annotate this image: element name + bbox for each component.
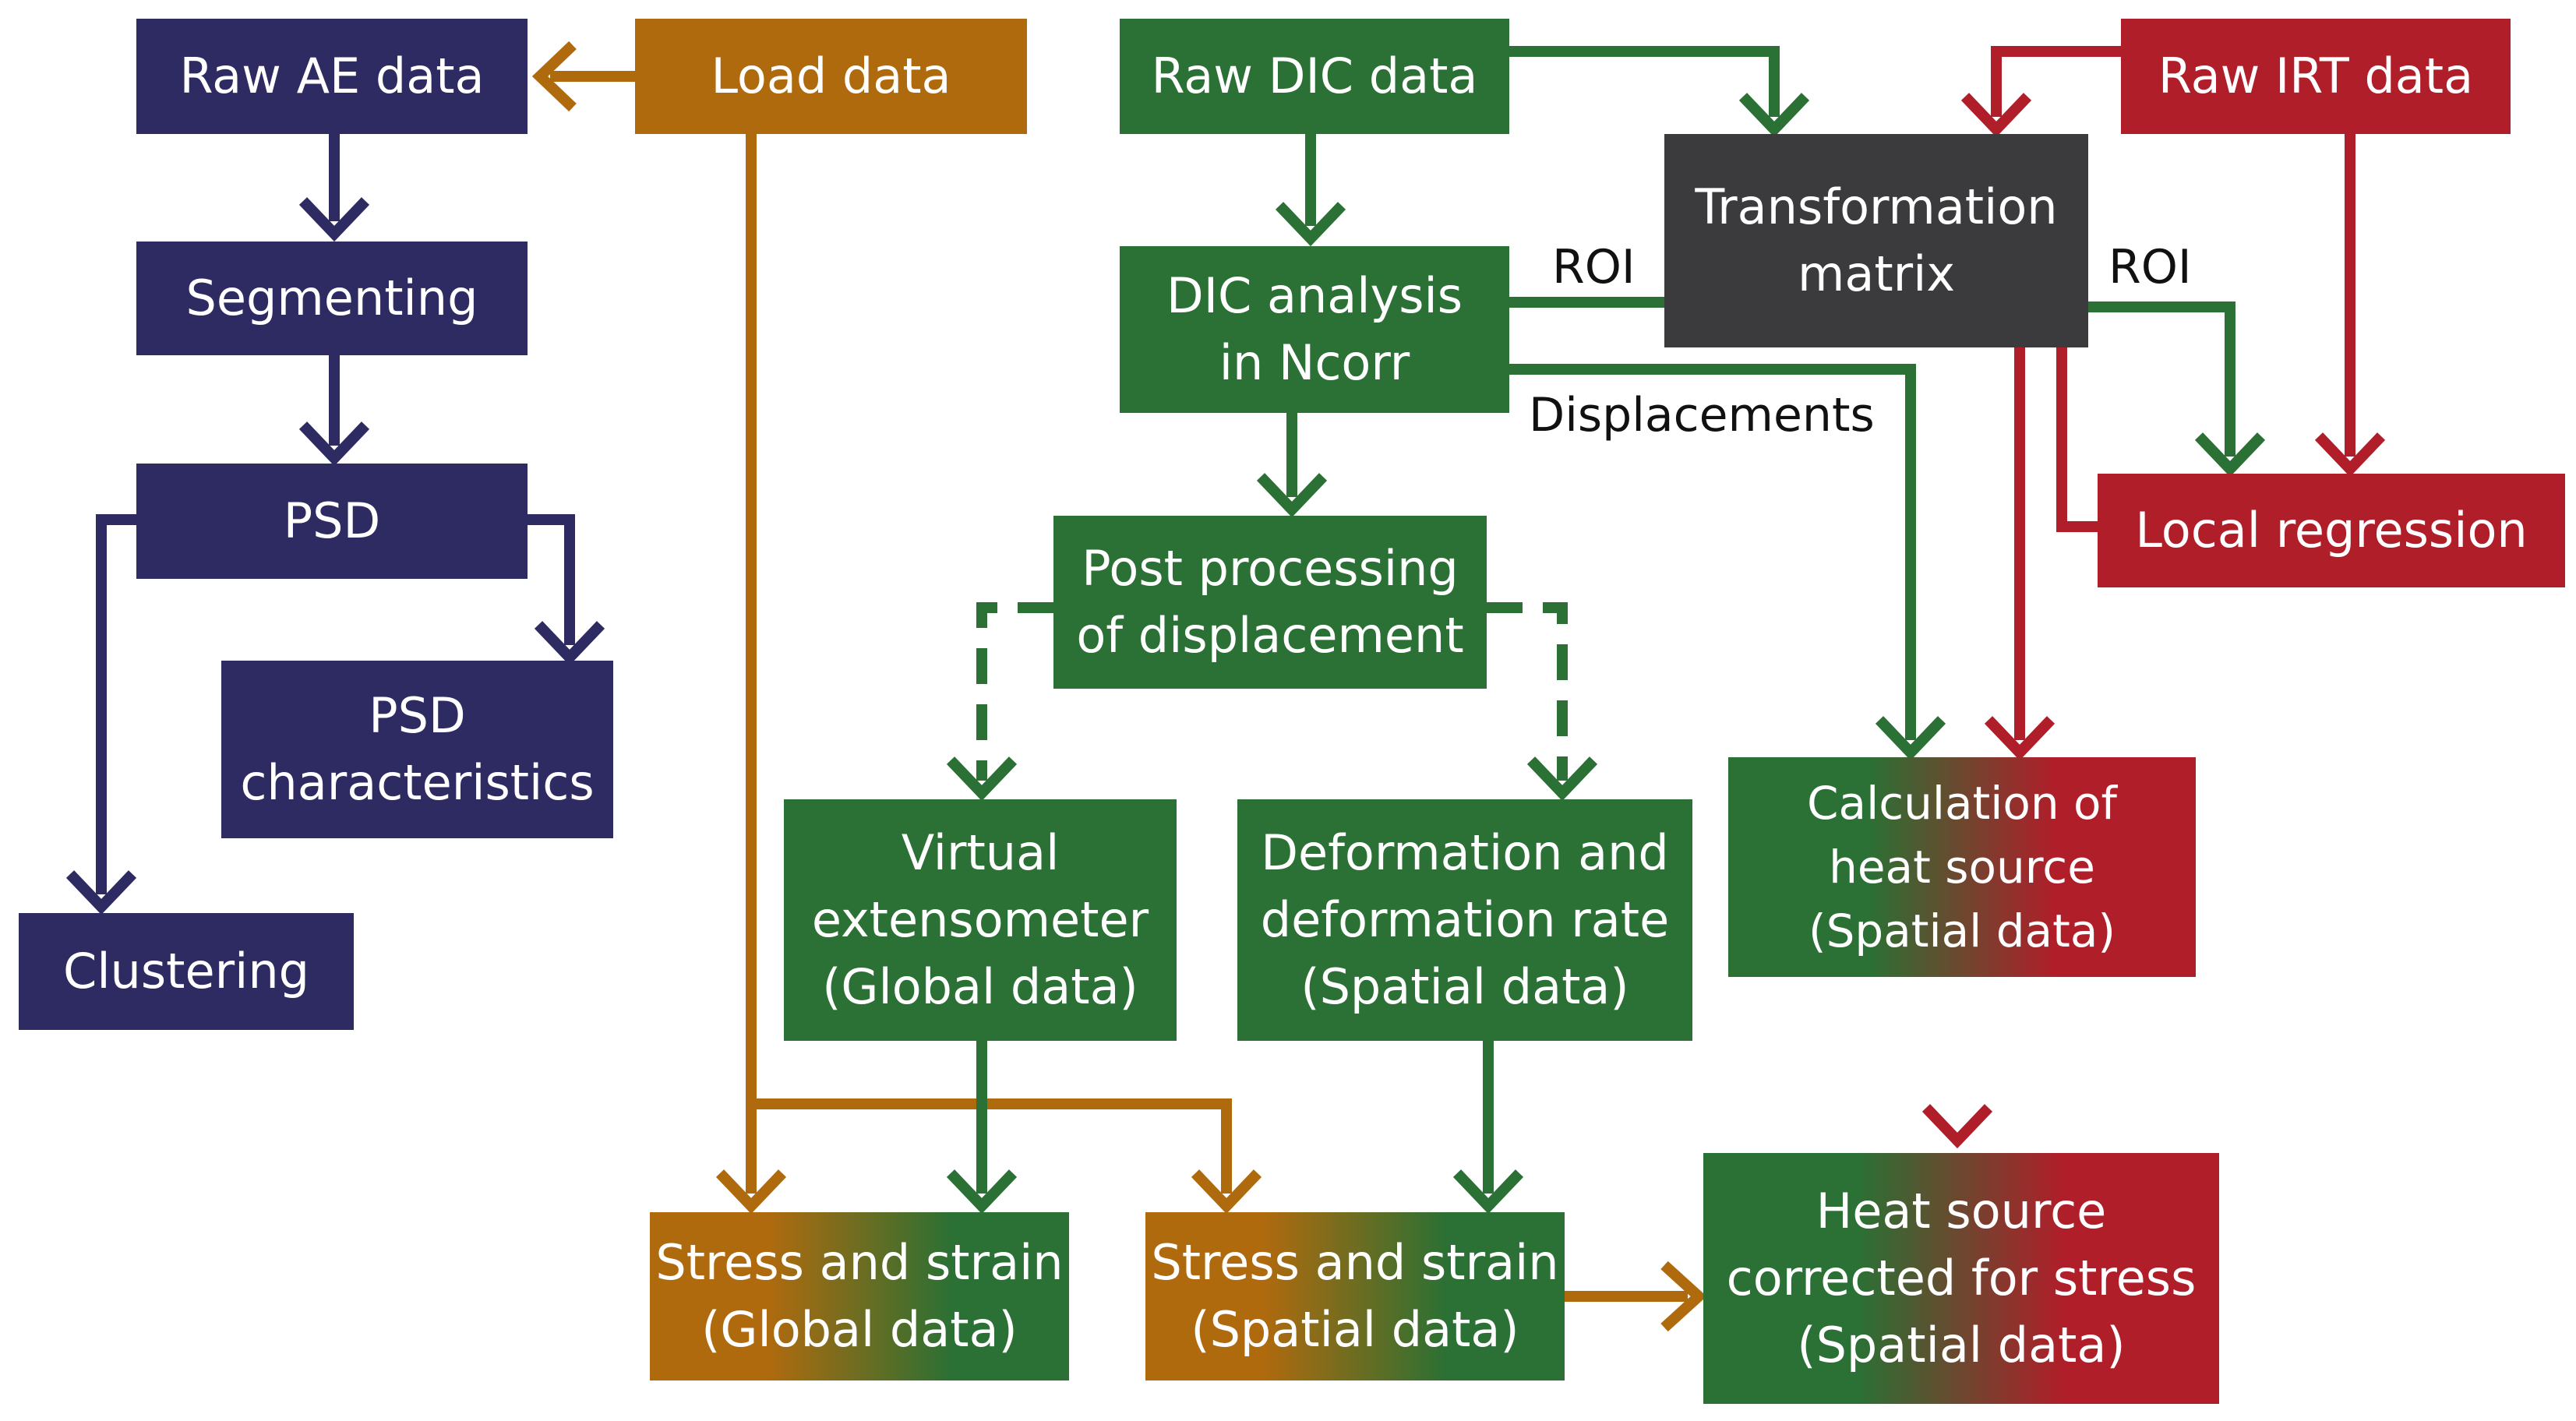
node-dic-analysis-ncorr: DIC analysis in Ncorr (1120, 246, 1509, 413)
node-local-regression: Local regression (2098, 474, 2565, 587)
node-transformation-matrix: Transformation matrix (1664, 134, 2088, 347)
line-load-to-stress-spatial (751, 1098, 1232, 1194)
node-stress-strain-global: Stress and strain (Global data) (650, 1212, 1069, 1380)
load-connectors (531, 41, 1262, 1215)
node-deformation-rate: Deformation and deformation rate (Spatia… (1237, 799, 1692, 1041)
node-psd: PSD (136, 464, 528, 579)
node-raw-irt-data: Raw IRT data (2121, 19, 2511, 134)
node-raw-dic-data: Raw DIC data (1120, 19, 1509, 134)
arrow-raw-irt-to-matrix (1991, 46, 2121, 117)
ae-connectors (65, 134, 605, 915)
arrow-displacements-to-heat (1509, 364, 1916, 740)
line-local-regression-feedback (2056, 343, 2098, 532)
mixed-connectors (1565, 977, 1993, 1332)
label-roi-right: ROI (2108, 240, 2192, 294)
node-raw-ae-data: Raw AE data (136, 19, 528, 134)
node-stress-strain-spatial: Stress and strain (Spatial data) (1145, 1212, 1565, 1380)
arrow-psd-to-characteristics (528, 514, 575, 645)
arrow-post-to-deformation (1487, 602, 1568, 781)
node-virtual-extensometer: Virtual extensometer (Global data) (784, 799, 1177, 1041)
arrow-raw-dic-to-matrix (1509, 46, 1780, 117)
arrow-roi-to-local-regression (2073, 301, 2235, 457)
node-load-data: Load data (635, 19, 1027, 134)
label-roi-left: ROI (1552, 240, 1636, 294)
node-heat-source-corrected: Heat source corrected for stress (Spatia… (1703, 1153, 2219, 1404)
label-displacements: Displacements (1529, 388, 1875, 443)
node-psd-characteristics: PSD characteristics (221, 661, 613, 838)
node-segmenting: Segmenting (136, 242, 528, 355)
node-post-processing: Post processing of displacement (1053, 516, 1487, 689)
node-clustering: Clustering (19, 913, 354, 1030)
node-heat-source-calculation: Calculation of heat source (Spatial data… (1728, 757, 2196, 977)
arrow-psd-to-clustering (96, 514, 136, 894)
arrow-post-to-extensometer (976, 602, 1053, 781)
